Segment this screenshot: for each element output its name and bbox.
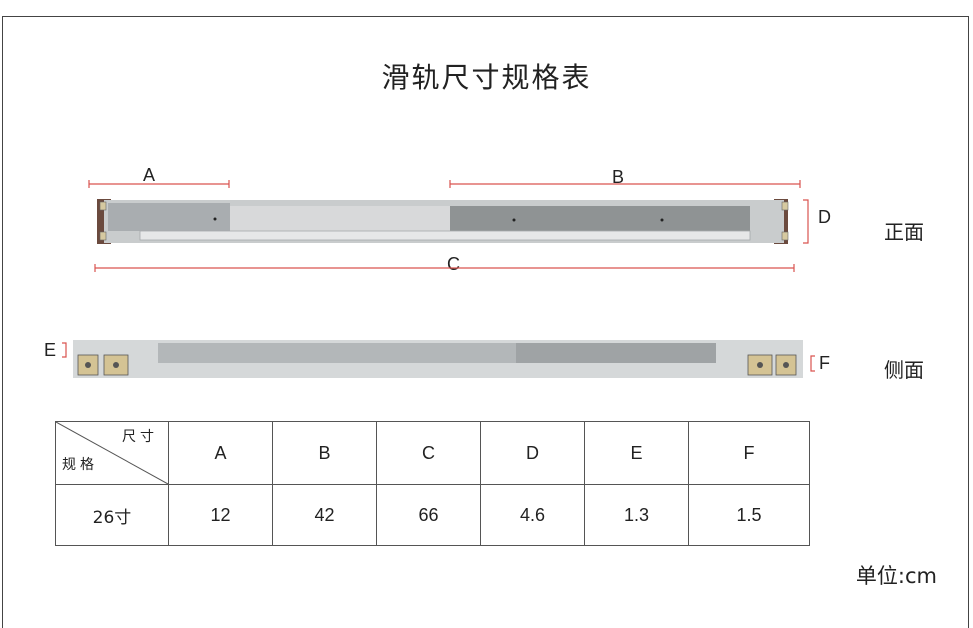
value-cell-b: 42 (272, 484, 377, 546)
unit-label: 单位:cm (855, 564, 937, 588)
corner-diagonal (56, 422, 168, 484)
dim-f-label: F (819, 353, 830, 373)
value-cell-c: 66 (376, 484, 481, 546)
spec-cell: 26寸 (55, 484, 169, 546)
page-border (2, 16, 969, 628)
value-cell-a: 12 (168, 484, 273, 546)
table-header-row: 尺寸 规格 A B C D E F (55, 421, 810, 485)
front-view-label: 正面 (884, 220, 924, 244)
dim-d-label: D (818, 207, 831, 227)
table-corner-cell: 尺寸 规格 (55, 421, 169, 485)
header-cell-d: D (480, 421, 585, 485)
header-cell-c: C (376, 421, 481, 485)
rail-front (97, 199, 789, 244)
corner-bottom-label: 规格 (62, 457, 98, 473)
header-cell-a: A (168, 421, 273, 485)
header-cell-f: F (688, 421, 810, 485)
corner-top-label: 尺寸 (122, 429, 158, 445)
front-view-drawing (62, 180, 815, 378)
header-cell-b: B (272, 421, 377, 485)
dim-e-label: E (44, 340, 57, 360)
value-cell-d: 4.6 (480, 484, 585, 546)
spec-table: 尺寸 规格 A B C D E F 26寸 12 42 66 4.6 1.3 1… (55, 421, 810, 546)
dim-b-label: B (612, 167, 625, 187)
rail-side (73, 340, 803, 378)
value-cell-e: 1.3 (584, 484, 689, 546)
value-cell-f: 1.5 (688, 484, 810, 546)
page-title: 滑轨尺寸规格表 (381, 61, 592, 94)
dim-a-label: A (143, 165, 156, 185)
side-view-label: 侧面 (884, 358, 924, 382)
dim-c-label: C (447, 254, 460, 274)
header-cell-e: E (584, 421, 689, 485)
table-row: 26寸 12 42 66 4.6 1.3 1.5 (55, 484, 810, 546)
